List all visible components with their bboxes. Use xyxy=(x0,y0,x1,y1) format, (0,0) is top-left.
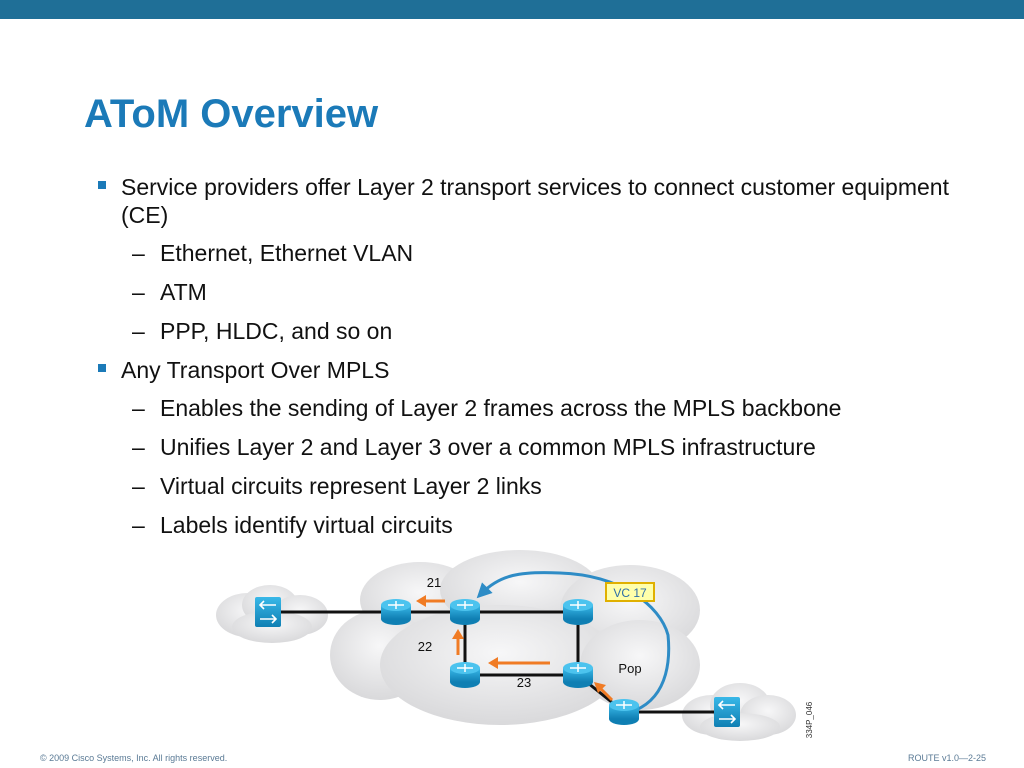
router-icon xyxy=(563,662,593,688)
vc-label: VC 17 xyxy=(613,586,647,600)
label-22: 22 xyxy=(418,639,432,654)
label-arrows xyxy=(416,595,614,702)
sub-bullet-text: Virtual circuits represent Layer 2 links xyxy=(160,473,542,499)
bullet-text: Any Transport Over MPLS xyxy=(121,357,390,383)
sub-bullet-item: – ATM xyxy=(95,278,995,306)
sub-bullet-text: Enables the sending of Layer 2 frames ac… xyxy=(160,395,842,421)
network-diagram: VC 17 21 22 23 Pop 334P_046 xyxy=(216,550,814,741)
sub-bullet-item: – PPP, HLDC, and so on xyxy=(95,317,995,345)
square-bullet-icon xyxy=(98,364,106,372)
figure-id: 334P_046 xyxy=(805,701,814,738)
dash-marker: – xyxy=(132,434,145,460)
bullet-item: Any Transport Over MPLS xyxy=(95,356,995,384)
sub-bullet-item: – Virtual circuits represent Layer 2 lin… xyxy=(95,472,995,500)
router-icon xyxy=(450,662,480,688)
dash-marker: – xyxy=(132,240,145,266)
sub-bullet-text: Unifies Layer 2 and Layer 3 over a commo… xyxy=(160,434,816,460)
bullet-list: Service providers offer Layer 2 transpor… xyxy=(95,173,995,550)
dash-marker: – xyxy=(132,473,145,499)
sub-bullet-item: – Labels identify virtual circuits xyxy=(95,511,995,539)
sub-bullet-text: ATM xyxy=(160,279,207,305)
router-icon xyxy=(563,599,593,625)
dash-marker: – xyxy=(132,318,145,344)
footer-course: ROUTE v1.0—2-25 xyxy=(907,753,986,763)
sub-bullet-item: – Unifies Layer 2 and Layer 3 over a com… xyxy=(95,433,995,461)
switch-icon xyxy=(255,597,281,627)
page-title: AToM Overview xyxy=(84,92,379,136)
footer-copyright: © 2009 Cisco Systems, Inc. All rights re… xyxy=(40,753,228,763)
sub-bullet-text: PPP, HLDC, and so on xyxy=(160,318,393,344)
header-bar xyxy=(0,0,1024,19)
router-icon xyxy=(381,599,411,625)
router-icon xyxy=(450,599,480,625)
dash-marker: – xyxy=(132,512,145,538)
label-23: 23 xyxy=(517,675,531,690)
sub-bullet-item: – Enables the sending of Layer 2 frames … xyxy=(95,394,995,422)
router-icon xyxy=(609,699,639,725)
label-21: 21 xyxy=(427,575,441,590)
square-bullet-icon xyxy=(98,181,106,189)
vc-label-box xyxy=(605,582,655,602)
dash-marker: – xyxy=(132,395,145,421)
mpls-cloud xyxy=(330,550,700,725)
sub-bullet-text: Ethernet, Ethernet VLAN xyxy=(160,240,414,266)
bullet-item: Service providers offer Layer 2 transpor… xyxy=(95,173,995,229)
switch-icon xyxy=(714,697,740,727)
sub-bullet-item: – Ethernet, Ethernet VLAN xyxy=(95,239,995,267)
bullet-text: Service providers offer Layer 2 transpor… xyxy=(121,174,949,228)
label-pop: Pop xyxy=(618,661,641,676)
dash-marker: – xyxy=(132,279,145,305)
sub-bullet-text: Labels identify virtual circuits xyxy=(160,512,453,538)
